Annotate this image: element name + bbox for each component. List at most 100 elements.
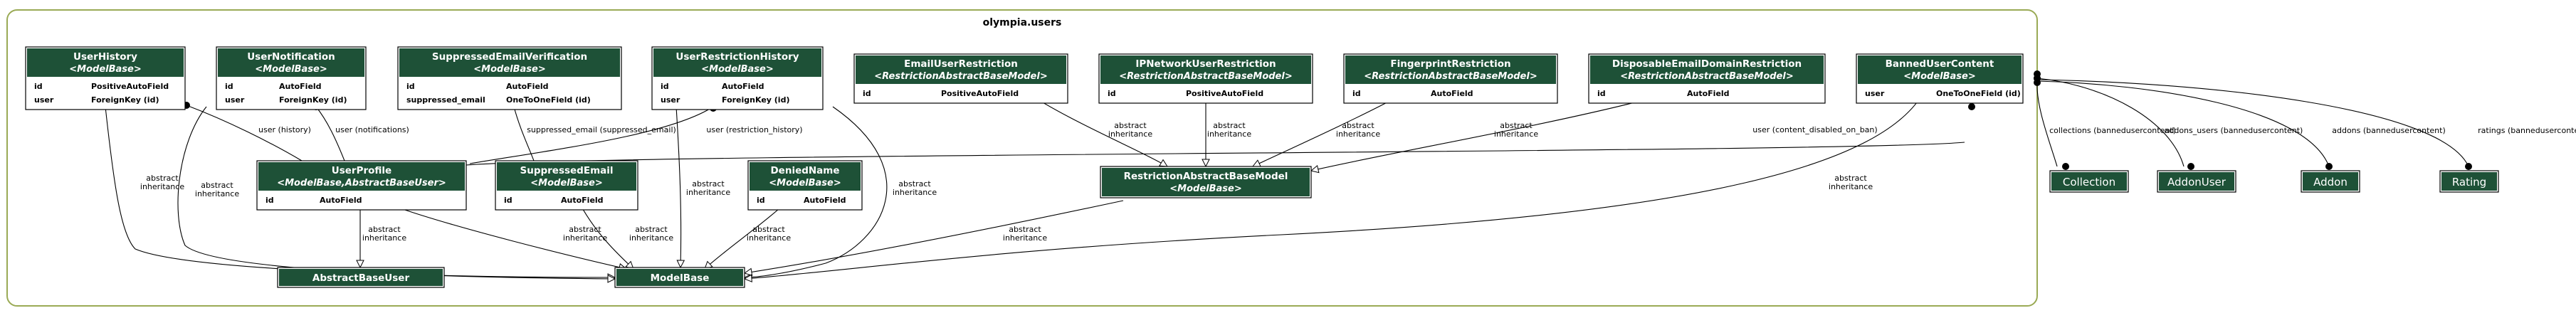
field-name: id	[1108, 89, 1116, 98]
field-name: id	[1352, 89, 1361, 98]
field-type: AutoField	[506, 82, 549, 91]
model-base: <ModelBase>	[1169, 184, 1241, 194]
field-name: id	[34, 82, 43, 91]
model-header	[27, 48, 184, 77]
model-base: <RestrictionAbstractBaseModel>	[1364, 71, 1537, 82]
field-name: user	[34, 95, 54, 105]
package-title: olympia.users	[983, 17, 1062, 28]
external-model-addon: Addon	[2301, 170, 2360, 193]
field-name: id	[225, 82, 233, 91]
model-name: RestrictionAbstractBaseModel	[1124, 171, 1288, 182]
external-model-name: Collection	[2063, 176, 2115, 189]
inheritance-edge	[745, 95, 1923, 279]
field-name: suppressed_email	[406, 95, 485, 105]
model-name: SuppressedEmailVerification	[432, 51, 587, 63]
model-name: BannedUserContent	[1886, 58, 1994, 70]
model-email-user-restriction: EmailUserRestriction<RestrictionAbstract…	[853, 53, 1068, 104]
model-name: DisposableEmailDomainRestriction	[1612, 58, 1802, 70]
relation-edge	[2036, 79, 2469, 167]
relation-edge	[186, 105, 303, 161]
model-ip-network-user-restriction: IPNetworkUserRestriction<RestrictionAbst…	[1098, 53, 1313, 104]
relation-label: collections (bannedusercontent)	[2049, 126, 2176, 135]
model-name: UserRestrictionHistory	[675, 51, 799, 63]
relation-label: suppressed_email (suppressed_email)	[527, 125, 676, 134]
model-header	[1858, 55, 2022, 84]
model-disposable-email-domain-restriction: DisposableEmailDomainRestriction<Restric…	[1588, 53, 1826, 104]
model-restriction-abstract-base-model: RestrictionAbstractBaseModel <ModelBase>	[1100, 166, 1312, 198]
model-header	[1590, 55, 1824, 84]
field-type: AutoField	[320, 196, 362, 205]
field-type: AutoField	[1431, 89, 1473, 98]
field-type: AutoField	[722, 82, 764, 91]
model-base: <RestrictionAbstractBaseModel>	[874, 71, 1047, 82]
relation-label: user (notifications)	[335, 125, 409, 134]
relation-label: user (content_disabled_on_ban)	[1752, 125, 1877, 134]
model-header	[856, 55, 1066, 84]
model-name: FingerprintRestriction	[1390, 58, 1510, 70]
model-header	[616, 269, 743, 286]
field-name: user	[661, 95, 680, 105]
model-suppressed-email-verification: SuppressedEmailVerification<ModelBase> id…	[397, 46, 622, 110]
field-name: id	[504, 196, 512, 205]
field-type: OneToOneField (id)	[506, 95, 591, 105]
field-name: id	[266, 196, 274, 205]
external-model-collection: Collection	[2049, 170, 2129, 193]
model-header	[1345, 55, 1556, 84]
model-base: <ModelBase>	[473, 64, 545, 75]
model-base: <ModelBase>	[1903, 71, 1975, 82]
external-model-rating: Rating	[2439, 170, 2499, 193]
field-name: id	[1597, 89, 1606, 98]
model-header	[258, 162, 465, 191]
model-name: IPNetworkUserRestriction	[1135, 58, 1276, 70]
external-model-name: AddonUser	[2167, 176, 2227, 189]
field-type: PositiveAutoField	[941, 89, 1019, 98]
relation-origin-dot	[2325, 163, 2333, 170]
relation-label: user (history)	[258, 125, 311, 134]
field-name: id	[863, 89, 871, 98]
field-type: ForeignKey (id)	[91, 95, 159, 105]
model-name: ModelBase	[651, 272, 710, 284]
relation-edge	[315, 106, 345, 161]
field-type: ForeignKey (id)	[279, 95, 347, 105]
relation-origin-dot	[2187, 163, 2194, 170]
model-header	[750, 162, 861, 191]
inheritance-edge	[1253, 97, 1396, 166]
model-model-base: ModelBase	[614, 267, 745, 288]
relation-origin-dot	[2465, 163, 2472, 170]
field-type: PositiveAutoField	[1186, 89, 1263, 98]
relation-origin-dot	[2034, 79, 2041, 86]
field-type: PositiveAutoField	[91, 82, 169, 91]
inheritance-edge	[745, 200, 1124, 273]
relation-edge	[466, 142, 1965, 166]
model-header	[399, 48, 620, 77]
model-name: DeniedName	[770, 165, 839, 176]
model-name: UserHistory	[73, 51, 137, 63]
relation-label: user (restriction_history)	[706, 125, 802, 134]
model-base: <ModelBase>	[255, 64, 327, 75]
field-name: id	[406, 82, 415, 91]
model-header	[279, 269, 443, 286]
relation-label: addons (bannedusercontent)	[2332, 126, 2446, 135]
inheritance-edge	[675, 106, 681, 267]
model-name: UserProfile	[332, 165, 391, 176]
relation-edge	[2036, 80, 2058, 167]
field-type: ForeignKey (id)	[722, 95, 789, 105]
model-abstract-base-user: AbstractBaseUser	[277, 267, 445, 288]
external-model-name: Rating	[2452, 176, 2486, 189]
inheritance-edge	[177, 106, 615, 279]
model-base: <ModelBase>	[701, 64, 773, 75]
